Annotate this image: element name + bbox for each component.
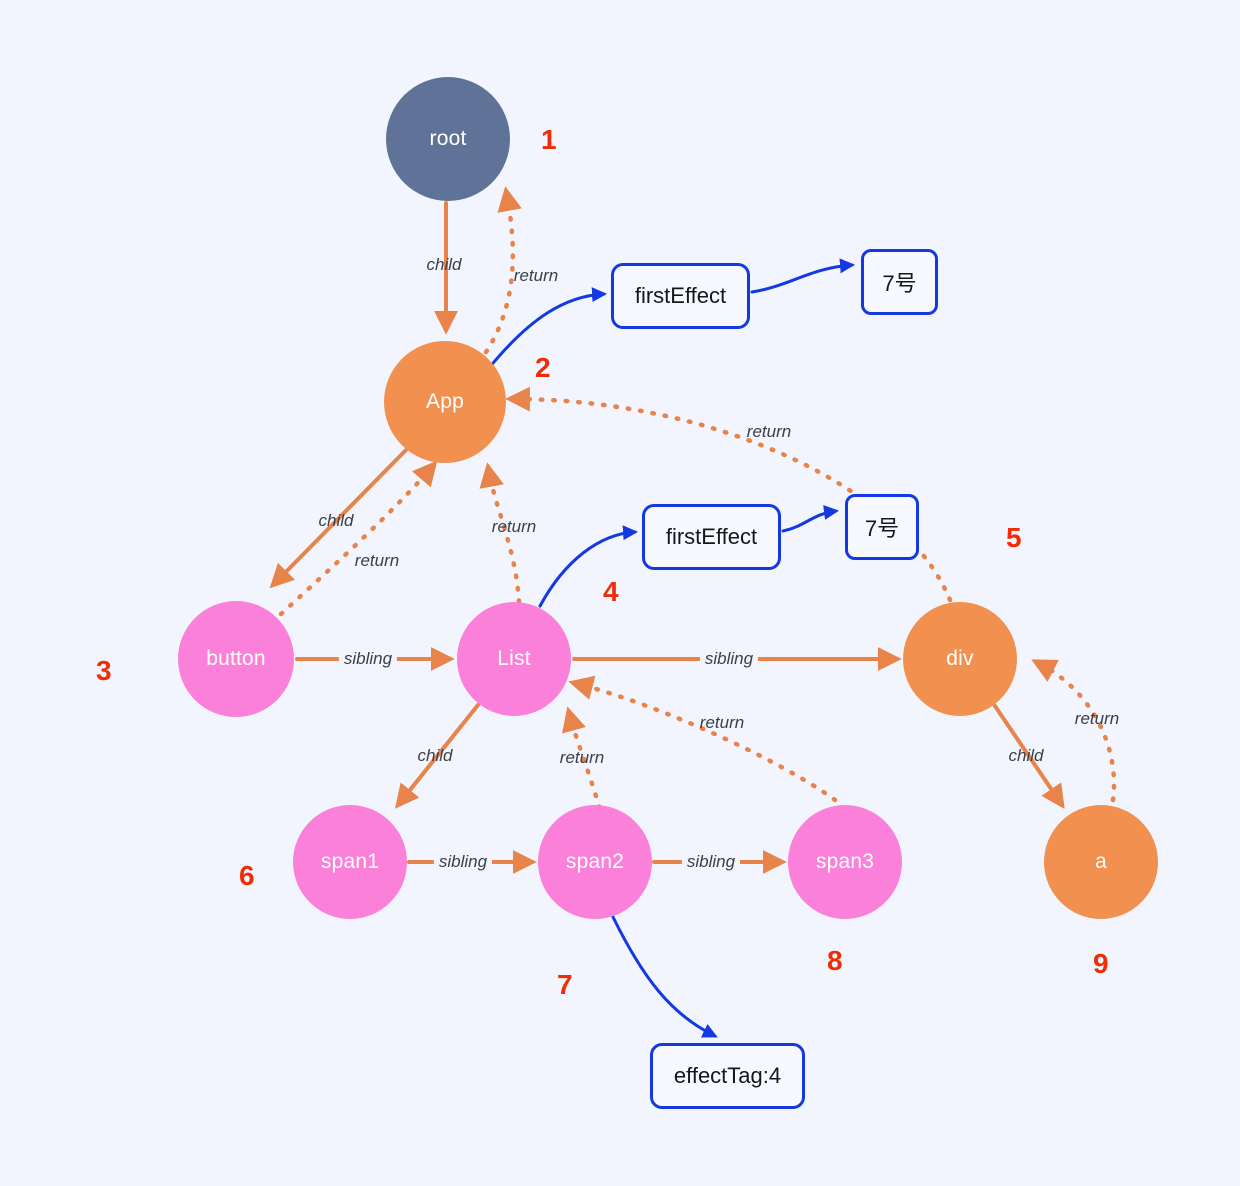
- edge-button-return-app: [278, 460, 438, 617]
- node-button[interactable]: button: [178, 601, 294, 717]
- edge-label-app-child-button: child: [318, 511, 354, 530]
- node-span3-label: span3: [815, 850, 875, 873]
- node-span3[interactable]: span3: [788, 805, 902, 919]
- step-marker-9: 9: [1093, 948, 1109, 979]
- link-first-effect-to-seven: [750, 258, 855, 294]
- step-marker-6: 6: [239, 860, 255, 891]
- edge-label-list-return-app: return: [491, 517, 537, 536]
- edge-app-child-button: [269, 448, 408, 589]
- box-first-effect-2-label: firstEffect: [665, 524, 758, 549]
- node-app[interactable]: App: [384, 341, 506, 463]
- edge-label-a-return-div: return: [1074, 709, 1120, 728]
- edge-label-span2-sibling-span3: sibling: [681, 852, 741, 872]
- edge-label-button-sibling-list: sibling: [338, 649, 398, 669]
- node-a-label: a: [1095, 850, 1107, 873]
- node-list[interactable]: List: [457, 602, 571, 716]
- node-span1-label: span1: [320, 850, 380, 873]
- node-div[interactable]: div: [903, 602, 1017, 716]
- step-marker-2: 2: [535, 352, 551, 383]
- step-marker-3: 3: [96, 655, 112, 686]
- edge-div-child-a: [993, 704, 1065, 809]
- edge-label-button-return-app: return: [354, 551, 400, 570]
- step-marker-7: 7: [557, 969, 573, 1000]
- box-seven-hao-2-label: 7号: [864, 516, 900, 541]
- edge-label-app-return-root: return: [513, 266, 559, 285]
- box-effect-tag-label: effectTag:4: [673, 1063, 782, 1088]
- box-seven-hao-1-label: 7号: [882, 271, 917, 296]
- edge-span3-return-list: [568, 675, 838, 803]
- link-list-to-first-effect: [538, 525, 638, 608]
- link-first-effect2-to-seven: [781, 505, 839, 533]
- edge-label-div-child-a: child: [1008, 746, 1044, 765]
- box-seven-hao-2[interactable]: 7号: [845, 494, 919, 560]
- node-div-label: div: [946, 647, 974, 670]
- node-app-label: App: [426, 390, 464, 413]
- link-span2-to-effect-tag: [611, 915, 718, 1038]
- node-span2-label: span2: [565, 850, 625, 873]
- edge-list-child-span1: [395, 703, 480, 809]
- edge-list-return-app: [479, 462, 522, 605]
- edge-label-list-sibling-div: sibling: [699, 649, 759, 669]
- node-span1[interactable]: span1: [293, 805, 407, 919]
- edge-label-span3-return-list: return: [699, 713, 745, 732]
- edge-label-root-child-app: child: [426, 255, 462, 274]
- node-root[interactable]: root: [386, 77, 510, 201]
- node-button-label: button: [206, 647, 266, 670]
- step-marker-5: 5: [1006, 522, 1022, 553]
- node-span2[interactable]: span2: [538, 805, 652, 919]
- box-first-effect-1[interactable]: firstEffect: [611, 263, 750, 329]
- node-list-label: List: [497, 647, 531, 670]
- box-first-effect-1-label: firstEffect: [634, 283, 727, 308]
- box-seven-hao-1[interactable]: 7号: [861, 249, 938, 315]
- step-marker-8: 8: [827, 945, 843, 976]
- box-first-effect-2[interactable]: firstEffect: [642, 504, 781, 570]
- edge-label-span1-sibling-span2: sibling: [433, 852, 493, 872]
- link-app-to-first-effect: [487, 287, 607, 370]
- step-marker-4: 4: [603, 576, 619, 607]
- node-a[interactable]: a: [1044, 805, 1158, 919]
- edge-div-return-app: [505, 386, 953, 603]
- edge-a-return-div: [1031, 659, 1117, 803]
- edge-label-list-child-span1: child: [417, 746, 453, 765]
- edge-app-return-root: [483, 186, 522, 355]
- box-effect-tag[interactable]: effectTag:4: [650, 1043, 805, 1109]
- node-root-label: root: [429, 127, 467, 150]
- edge-label-div-return-app: return: [746, 422, 792, 441]
- edge-label-span1-return-list: return: [559, 748, 605, 767]
- step-marker-1: 1: [541, 124, 557, 155]
